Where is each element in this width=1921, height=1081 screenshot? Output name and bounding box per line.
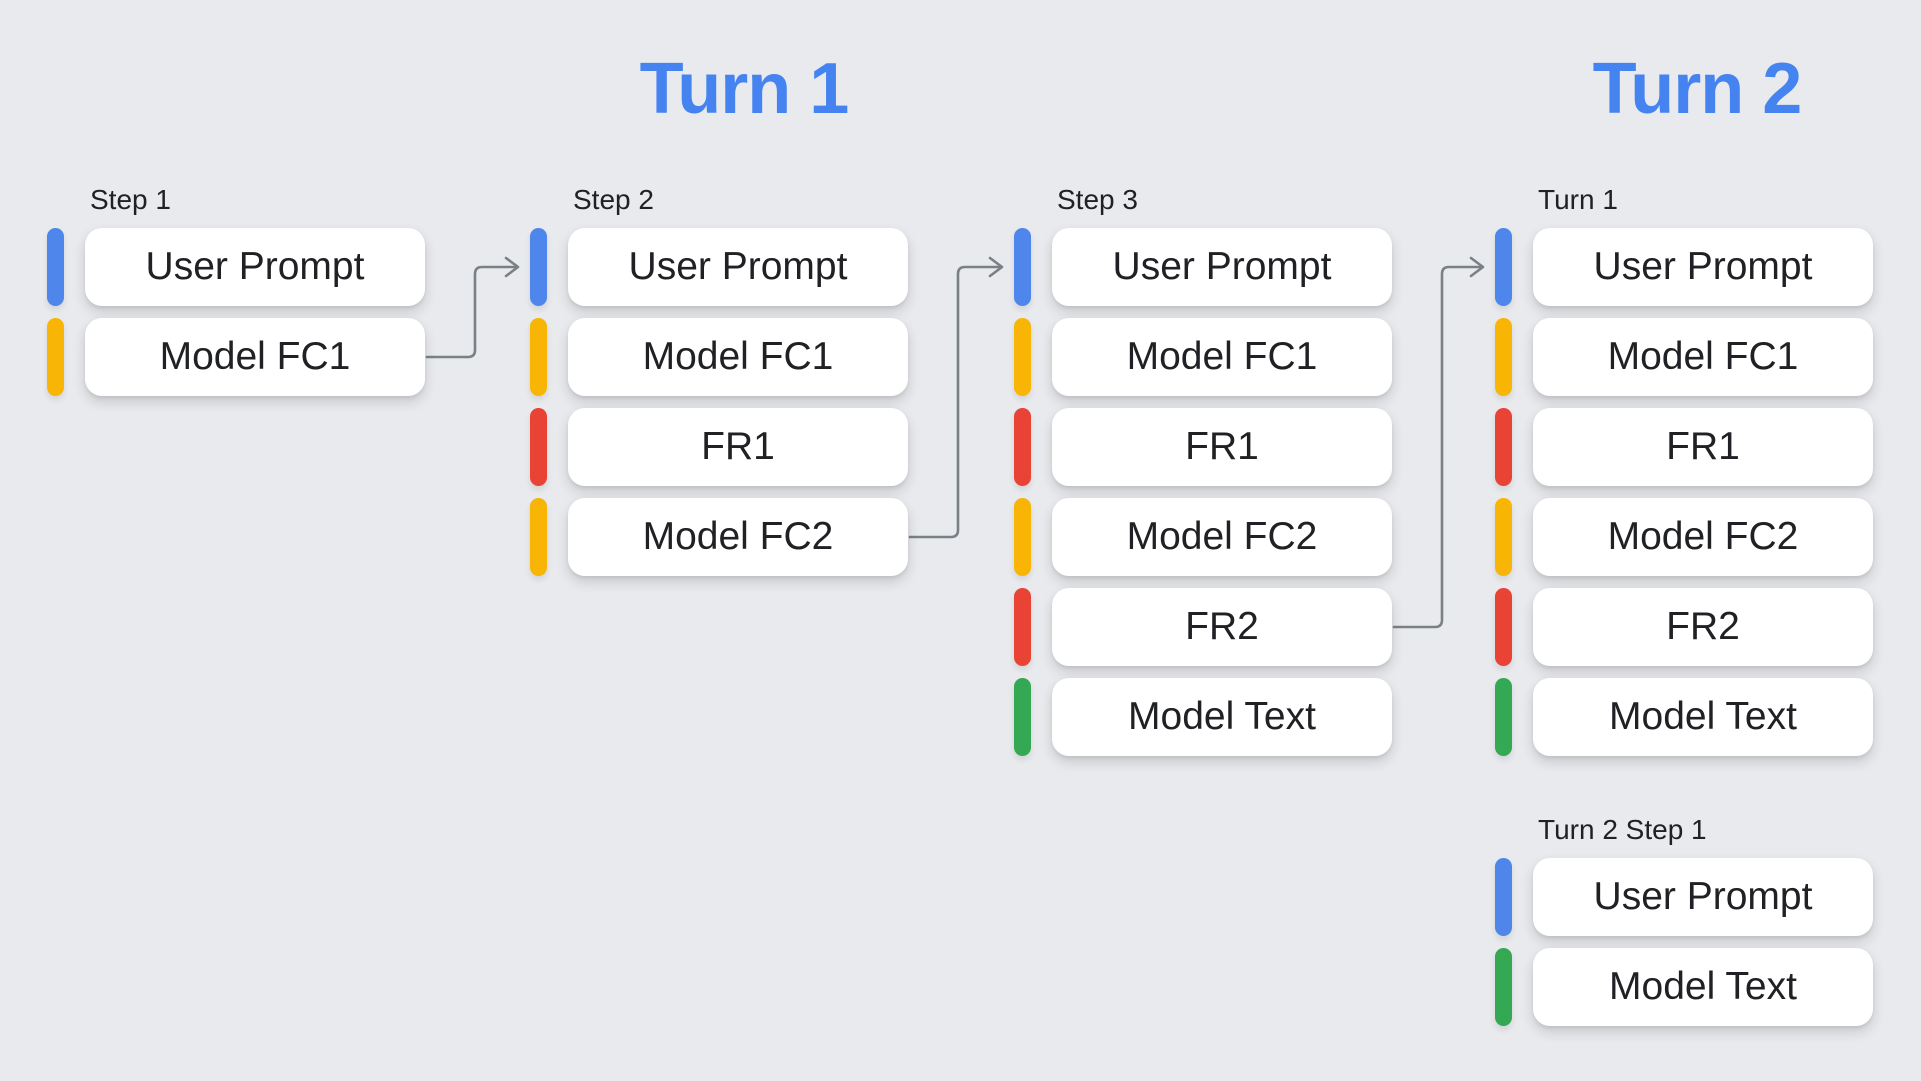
- sequence-item-function-response: FR2: [1014, 588, 1392, 666]
- function-response-indicator: [1495, 588, 1512, 666]
- sequence-item-user-prompt: User Prompt: [1495, 228, 1873, 306]
- model-text-card: Model Text: [1052, 678, 1392, 756]
- function-response-card: FR1: [1533, 408, 1873, 486]
- model-fc-card: Model FC1: [1052, 318, 1392, 396]
- sequence-item-user-prompt: User Prompt: [47, 228, 425, 306]
- arrow-head-icon: [988, 256, 1004, 278]
- user-prompt-card: User Prompt: [568, 228, 908, 306]
- arrow-head-icon: [504, 256, 520, 278]
- model-fc-card: Model FC2: [568, 498, 908, 576]
- model-text-indicator: [1495, 948, 1512, 1026]
- function-response-indicator: [1014, 408, 1031, 486]
- user-prompt-card: User Prompt: [1533, 228, 1873, 306]
- user-prompt-indicator: [1014, 228, 1031, 306]
- user-prompt-card: User Prompt: [1533, 858, 1873, 936]
- model-fc-indicator: [1495, 498, 1512, 576]
- group-label-step-1: Step 1: [90, 184, 171, 215]
- sequence-item-function-response: FR1: [1014, 408, 1392, 486]
- group-label-step-3: Step 3: [1057, 184, 1138, 215]
- model-fc-card: Model FC2: [1052, 498, 1392, 576]
- model-fc-card: Model FC1: [1533, 318, 1873, 396]
- sequence-item-function-response: FR2: [1495, 588, 1873, 666]
- model-fc-indicator: [530, 498, 547, 576]
- user-prompt-indicator: [530, 228, 547, 306]
- sequence-item-user-prompt: User Prompt: [1014, 228, 1392, 306]
- model-fc-indicator: [1495, 318, 1512, 396]
- sequence-item-model-text: Model Text: [1495, 678, 1873, 756]
- sequence-item-model-fc: Model FC1: [1495, 318, 1873, 396]
- model-fc-card: Model FC2: [1533, 498, 1873, 576]
- sequence-item-function-response: FR1: [1495, 408, 1873, 486]
- model-fc-card: Model FC1: [85, 318, 425, 396]
- arrow-line: [908, 265, 1002, 539]
- model-fc-card: Model FC1: [568, 318, 908, 396]
- arrow-line: [425, 265, 518, 359]
- group-label-step-2: Step 2: [573, 184, 654, 215]
- model-fc-indicator: [47, 318, 64, 396]
- arrow-line: [1392, 265, 1483, 629]
- user-prompt-indicator: [47, 228, 64, 306]
- sequence-item-model-text: Model Text: [1495, 948, 1873, 1026]
- user-prompt-indicator: [1495, 858, 1512, 936]
- function-response-indicator: [1014, 588, 1031, 666]
- sequence-item-model-fc: Model FC1: [1014, 318, 1392, 396]
- group-label-turn-2-step-1: Turn 2 Step 1: [1538, 814, 1707, 845]
- sequence-item-model-fc: Model FC2: [530, 498, 908, 576]
- function-response-card: FR1: [1052, 408, 1392, 486]
- function-response-card: FR2: [1052, 588, 1392, 666]
- model-text-indicator: [1014, 678, 1031, 756]
- model-text-card: Model Text: [1533, 678, 1873, 756]
- user-prompt-card: User Prompt: [85, 228, 425, 306]
- group-label-turn-1-history: Turn 1: [1538, 184, 1618, 215]
- sequence-item-function-response: FR1: [530, 408, 908, 486]
- function-response-indicator: [530, 408, 547, 486]
- function-response-card: FR1: [568, 408, 908, 486]
- model-fc-indicator: [530, 318, 547, 396]
- arrow-head-icon: [1469, 256, 1485, 278]
- model-fc-indicator: [1014, 318, 1031, 396]
- function-response-indicator: [1495, 408, 1512, 486]
- sequence-item-user-prompt: User Prompt: [1495, 858, 1873, 936]
- user-prompt-card: User Prompt: [1052, 228, 1392, 306]
- sequence-item-model-fc: Model FC1: [530, 318, 908, 396]
- model-text-indicator: [1495, 678, 1512, 756]
- model-fc-indicator: [1014, 498, 1031, 576]
- sequence-item-model-text: Model Text: [1014, 678, 1392, 756]
- sequence-item-user-prompt: User Prompt: [530, 228, 908, 306]
- model-text-card: Model Text: [1533, 948, 1873, 1026]
- sequence-item-model-fc: Model FC1: [47, 318, 425, 396]
- user-prompt-indicator: [1495, 228, 1512, 306]
- sequence-item-model-fc: Model FC2: [1495, 498, 1873, 576]
- turn-1-heading: Turn 1: [639, 49, 850, 129]
- function-response-card: FR2: [1533, 588, 1873, 666]
- turn-2-heading: Turn 2: [1592, 49, 1803, 129]
- sequence-item-model-fc: Model FC2: [1014, 498, 1392, 576]
